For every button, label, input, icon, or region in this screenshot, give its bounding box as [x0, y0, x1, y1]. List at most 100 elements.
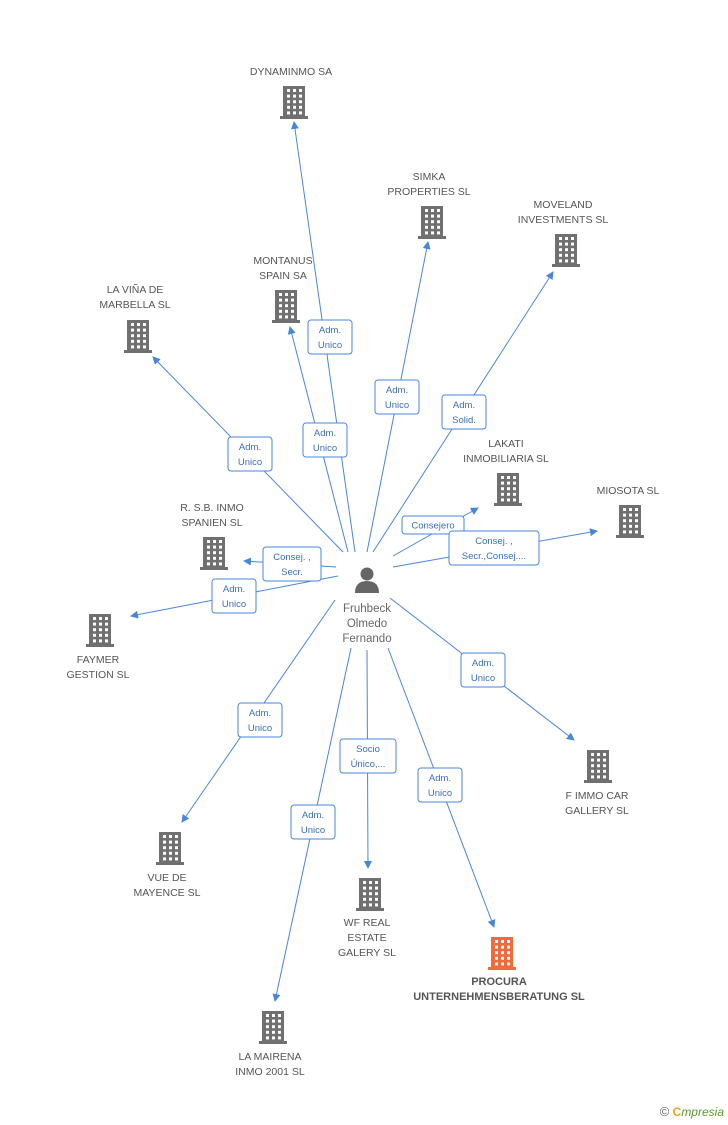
edge-label-rsb[interactable]: Consej. ,Secr.: [262, 546, 322, 582]
edge-label-text: Unico: [238, 457, 262, 468]
edge-label-dynaminmo[interactable]: Adm.Unico: [307, 319, 353, 355]
company-node-rsb[interactable]: R. S.B. INMO SPANIEN SL: [180, 502, 244, 570]
center-name-label[interactable]: Fruhbeck: [343, 603, 391, 615]
company-node-lakati[interactable]: LAKATI INMOBILIARIA SL: [463, 438, 549, 506]
company-label[interactable]: LAKATI: [488, 438, 523, 450]
company-label[interactable]: LA MAIRENA: [238, 1051, 301, 1063]
company-label[interactable]: R. S.B. INMO: [180, 502, 244, 514]
company-label[interactable]: SIMKA: [413, 171, 446, 183]
building-icon[interactable]: [280, 86, 308, 119]
edge-label-text: Adm.: [223, 584, 245, 595]
edge-label-text: Adm.: [249, 708, 271, 719]
company-label[interactable]: MIOSOTA SL: [597, 485, 660, 497]
edge-label-lamairena[interactable]: Adm.Unico: [290, 804, 336, 840]
edge-label-text: Unico: [471, 673, 495, 684]
company-label[interactable]: INMO 2001 SL: [235, 1066, 305, 1078]
center-name-label[interactable]: Olmedo: [347, 618, 387, 630]
company-label[interactable]: MONTANUS: [253, 255, 312, 267]
company-label[interactable]: UNTERNEHMENSBERATUNG SL: [413, 991, 585, 1003]
edge-label-vuede[interactable]: Adm. Unico: [237, 702, 283, 738]
person-icon[interactable]: [355, 567, 379, 594]
building-icon[interactable]: [418, 206, 446, 239]
building-icon[interactable]: [494, 473, 522, 506]
company-label[interactable]: SPANIEN SL: [181, 517, 242, 529]
edge-label-montanus[interactable]: Adm. Unico: [302, 422, 348, 458]
edge-label-text: Adm.: [386, 385, 408, 396]
edge-label-text: Adm.: [239, 442, 261, 453]
edge-label-text: Secr.: [281, 567, 303, 578]
edge-label-text: Adm.: [319, 325, 341, 336]
copyright-symbol: ©: [659, 1104, 670, 1119]
edge-label-procura[interactable]: Adm. Unico: [417, 767, 463, 803]
company-label[interactable]: PROCURA: [471, 976, 527, 988]
company-node-moveland[interactable]: MOVELAND INVESTMENTS SL: [518, 199, 609, 267]
edge-label-simka[interactable]: Adm. Unico: [374, 379, 420, 415]
company-label[interactable]: PROPERTIES SL: [387, 186, 470, 198]
company-label[interactable]: WF REAL: [344, 917, 391, 929]
building-icon[interactable]: [488, 937, 516, 970]
building-icon[interactable]: [356, 878, 384, 911]
building-icon[interactable]: [272, 290, 300, 323]
edge-label-text: Unico: [428, 788, 452, 799]
footer-brand: © Cmpresia: [660, 1104, 724, 1119]
company-node-wfreal[interactable]: WF REAL ESTATE GALERY SL: [338, 878, 396, 959]
company-label[interactable]: INVESTMENTS SL: [518, 214, 609, 226]
edge-label-fimmo[interactable]: Adm. Unico: [460, 652, 506, 688]
company-label[interactable]: GESTION SL: [66, 669, 129, 681]
edge-label-text: Consej. ,: [475, 536, 513, 547]
company-node-fimmo[interactable]: F IMMO CAR GALLERY SL: [565, 750, 629, 817]
building-icon[interactable]: [200, 537, 228, 570]
edge-label-text: Secr.,Consej....: [462, 551, 526, 562]
company-label[interactable]: ESTATE: [347, 932, 386, 944]
edge-label-text: Adm.: [472, 658, 494, 669]
edge-label-text: Adm.: [453, 400, 475, 411]
edge-label-text: Consejero: [411, 521, 454, 532]
building-icon[interactable]: [86, 614, 114, 647]
edge-label-lakati[interactable]: Consejero: [401, 515, 465, 535]
edge-label-wfreal[interactable]: SocioÚnico,...: [339, 738, 397, 774]
company-label[interactable]: SPAIN SA: [259, 270, 307, 282]
center-name-label[interactable]: Fernando: [342, 633, 391, 645]
company-label[interactable]: GALLERY SL: [565, 805, 629, 817]
company-label[interactable]: GALERY SL: [338, 947, 396, 959]
company-label[interactable]: MARBELLA SL: [99, 299, 170, 311]
edge-label-text: Unico: [313, 443, 337, 454]
company-label[interactable]: F IMMO CAR: [566, 790, 629, 802]
building-icon[interactable]: [616, 505, 644, 538]
company-node-lavina[interactable]: LA VIÑA DE MARBELLA SL: [99, 283, 171, 353]
company-label[interactable]: VUE DE: [147, 872, 186, 884]
company-label[interactable]: MOVELAND: [534, 199, 593, 211]
edge-label-text: Unico: [222, 599, 246, 610]
company-node-faymer[interactable]: FAYMER GESTION SL: [66, 614, 130, 681]
company-node-miosota[interactable]: MIOSOTA SL: [597, 485, 660, 538]
nodes-layer: DYNAMINMO SA SIMKA PROPERTIES SL MOVELAND IN…: [66, 66, 659, 1078]
edge-label-text: Adm.: [314, 428, 336, 439]
edge-label-faymer[interactable]: Adm. Unico: [211, 578, 257, 614]
company-node-vuede[interactable]: VUE DE MAYENCE SL: [134, 832, 201, 899]
company-node-simka[interactable]: SIMKA PROPERTIES SL: [387, 171, 471, 239]
building-icon[interactable]: [156, 832, 184, 865]
company-label[interactable]: DYNAMINMO SA: [250, 66, 332, 78]
edge-label-lavina[interactable]: Adm. Unico: [227, 436, 273, 472]
building-icon[interactable]: [552, 234, 580, 267]
company-label[interactable]: LA VIÑA DE: [107, 283, 164, 296]
company-label[interactable]: FAYMER: [77, 654, 120, 666]
company-node-procura[interactable]: PROCURA UNTERNEHMENSBERATUNG SL: [413, 937, 585, 1003]
company-label[interactable]: INMOBILIARIA SL: [463, 453, 549, 465]
building-icon[interactable]: [124, 320, 152, 353]
edge-label-moveland[interactable]: Adm.Solid.: [441, 394, 487, 430]
company-label[interactable]: MAYENCE SL: [134, 887, 201, 899]
edge-label-miosota[interactable]: Consej. , Secr.,Consej....: [448, 530, 540, 566]
company-node-montanus[interactable]: MONTANUS SPAIN SA: [253, 255, 313, 323]
edge-label-text: Unico: [248, 723, 272, 734]
building-icon[interactable]: [584, 750, 612, 783]
edge-label-text: Adm.: [302, 810, 324, 821]
building-icon[interactable]: [259, 1011, 287, 1044]
brand-logo: Cmpresia: [672, 1105, 724, 1119]
edge-label-text: Unico: [385, 400, 409, 411]
edge-label-text: Adm.: [429, 773, 451, 784]
company-node-lamairena[interactable]: LA MAIRENA INMO 2001 SL: [235, 1011, 305, 1078]
company-node-dynaminmo[interactable]: DYNAMINMO SA: [250, 66, 332, 119]
